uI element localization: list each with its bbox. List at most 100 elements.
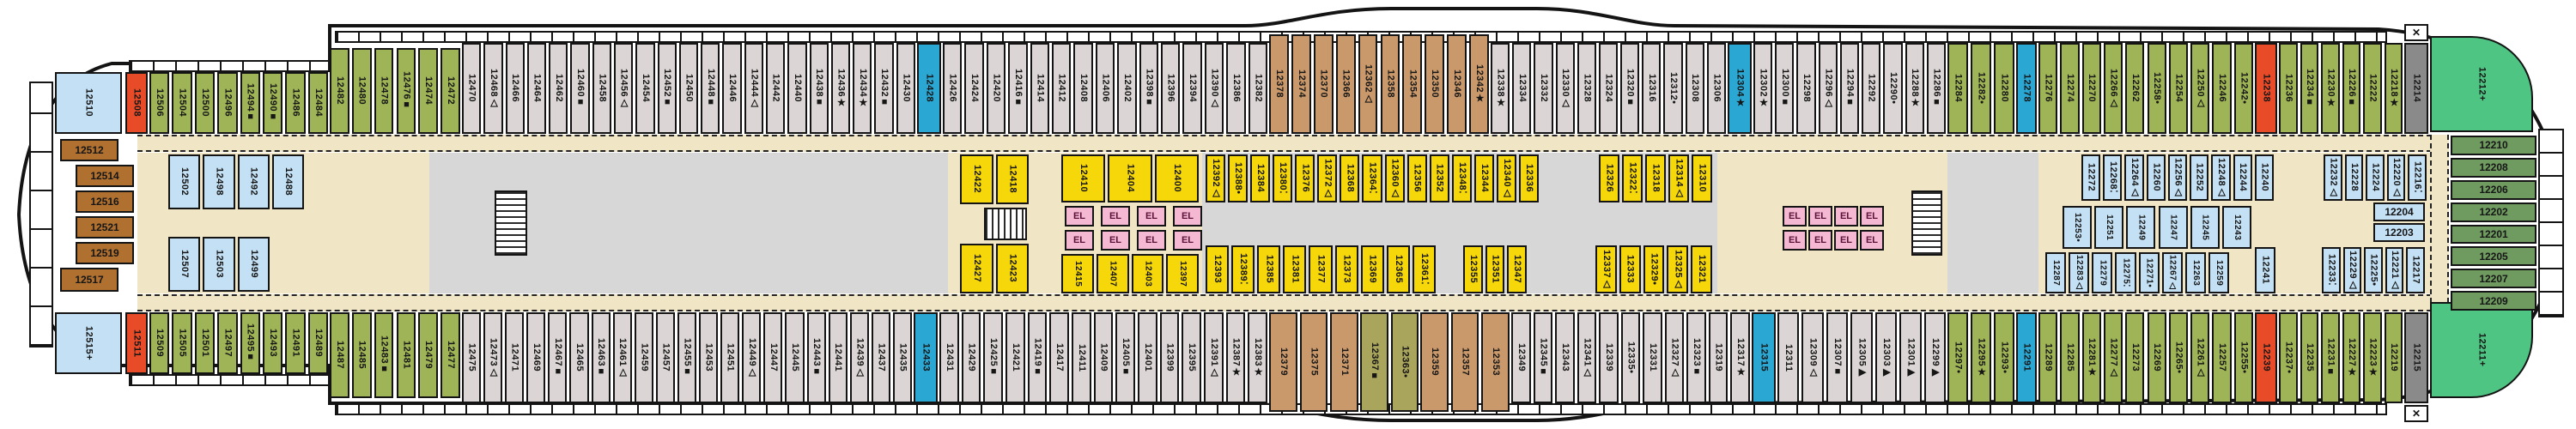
cabin-12507: 12507 (168, 237, 201, 292)
cabin-12483: 12483■ (374, 312, 394, 398)
cabin-12267: 12267△ (2161, 252, 2183, 293)
cabin-12393: 12393 (1206, 245, 1230, 293)
cabin-12516: 12516 (76, 190, 134, 213)
cabin-12217: 12217 (2406, 247, 2425, 293)
cabin-12289: 12289 (2038, 312, 2058, 403)
cabin-12425: 12425■ (983, 312, 1003, 403)
elevator-icon: EL (1783, 230, 1807, 251)
cabin-12338: 12338★ (1491, 43, 1510, 134)
cabin-12367: 12367■ (1360, 312, 1388, 412)
cabin-12255: 12255• (2233, 312, 2253, 403)
cabin-12300: 12300■ (1775, 43, 1795, 134)
cabin-12467: 12467■ (548, 312, 568, 403)
cabin-12487: 12487 (330, 312, 349, 398)
elevator-icon: EL (1834, 206, 1858, 227)
stairs-icon (984, 208, 1027, 240)
cabin-12270: 12270 (2081, 43, 2101, 134)
cabin-12219: 12219 (2384, 312, 2403, 403)
cabin-12355: 12355 (1463, 245, 1483, 293)
crossed-box-icon: ✕ (2404, 405, 2428, 422)
cabin-12451: 12451 (720, 312, 740, 403)
cabin-12408: 12408 (1073, 43, 1093, 134)
cabin-12436: 12436★ (830, 43, 851, 134)
cabin-12307: 12307■ (1826, 312, 1849, 403)
elevator-icon: EL (1860, 230, 1884, 251)
cabin-12258: 12258• (2147, 43, 2166, 134)
cabin-12494: 12494■ (240, 72, 260, 134)
cabin-12406: 12406 (1095, 43, 1115, 134)
stairs-icon (495, 190, 527, 256)
cabin-12359: 12359 (1420, 312, 1449, 412)
cabin-12390: 12390△ (1204, 43, 1224, 134)
cabin-12318: 12318 (1645, 154, 1666, 202)
cabin-12459: 12459 (634, 312, 653, 403)
cabin-12453: 12453 (699, 312, 719, 403)
cabin-12361: 12361⁚ (1412, 245, 1436, 293)
cabin-12385: 12385 (1257, 245, 1281, 293)
cabin-12454: 12454 (635, 43, 655, 134)
cabin-12332: 12332 (1534, 43, 1553, 134)
elevator-icon: EL (1808, 230, 1832, 251)
cabin-12231: 12231■ (2321, 312, 2340, 403)
cabin-12274: 12274 (2060, 43, 2080, 134)
cabin-12378: 12378 (1269, 34, 1289, 134)
cabin-12241: 12241 (2255, 247, 2275, 293)
cabin-12304: 12304★ (1728, 43, 1752, 134)
cabin-12250: 12250△ (2190, 43, 2210, 134)
cabin-12341: 12341△ (1577, 312, 1597, 403)
cabin-12321: 12321 (1691, 245, 1712, 293)
cabin-12445: 12445 (785, 312, 805, 403)
cabin-12373: 12373 (1334, 245, 1358, 293)
cabin-12239: 12239 (2255, 312, 2277, 403)
cabin-12484: 12484 (307, 72, 328, 134)
cabin-12379: 12379 (1269, 312, 1297, 412)
cabin-12352: 12352 (1429, 154, 1449, 202)
cabin-12247: 12247 (2158, 206, 2188, 249)
cabin-12384: 12384 (1250, 154, 1271, 202)
cabin-12502: 12502 (168, 154, 201, 209)
cabin-12339: 12339 (1599, 312, 1619, 403)
cabin-12505: 12505 (172, 312, 192, 374)
cabin-12228: 12228 (2344, 154, 2364, 201)
cabin-12350: 12350 (1425, 34, 1445, 134)
cabin-12472: 12472 (440, 48, 460, 134)
stairs-icon (1911, 190, 1942, 256)
cabin-12372: 12372△ (1317, 154, 1338, 202)
cabin-12474: 12474 (418, 48, 439, 134)
cabin-12285: 12285 (2060, 312, 2080, 403)
cabin-12349: 12349 (1511, 312, 1531, 403)
cabin-12370: 12370 (1313, 34, 1334, 134)
cabin-12376: 12376 (1295, 154, 1315, 202)
corridor (137, 294, 2449, 311)
cabin-12356: 12356 (1406, 154, 1427, 202)
cabin-12315: 12315 (1752, 312, 1776, 403)
cabin-12435: 12435 (892, 312, 912, 403)
cabin-12244: 12244 (2233, 154, 2252, 201)
deck-area-corridor (1717, 153, 1947, 293)
cabin-12218: 12218★ (2384, 43, 2403, 134)
cabin-12362: 12362△ (1358, 34, 1378, 134)
cabin-12495: 12495■ (240, 312, 260, 374)
cabin-12432: 12432■ (874, 43, 894, 134)
cabin-12486: 12486 (285, 72, 306, 134)
cabin-12430: 12430 (896, 43, 915, 134)
cabin-12240: 12240 (2254, 154, 2274, 201)
cabin-12246: 12246 (2212, 43, 2232, 134)
cabin-12387: 12387★ (1225, 312, 1246, 403)
cabin-12414: 12414 (1030, 43, 1049, 134)
cabin-12512: 12512 (60, 139, 118, 161)
crossed-box-icon: ✕ (2404, 24, 2428, 41)
cabin-12336: 12336 (1518, 154, 1539, 202)
cabin-12374: 12374 (1291, 34, 1311, 134)
cabin-12243: 12243 (2221, 206, 2251, 249)
cabin-12368: 12368 (1340, 154, 1360, 202)
cabin-12444: 12444△ (744, 43, 763, 134)
cabin-12297: 12297• (1947, 312, 1968, 403)
cabin-12477: 12477 (440, 312, 460, 398)
cabin-12209: 12209 (2451, 291, 2537, 311)
cabin-12298: 12298 (1796, 43, 1816, 134)
cabin-12423: 12423 (995, 244, 1029, 293)
cabin-12317: 12317★ (1730, 312, 1750, 403)
cabin-12354: 12354 (1402, 34, 1423, 134)
cabin-12309: 12309△ (1801, 312, 1824, 403)
